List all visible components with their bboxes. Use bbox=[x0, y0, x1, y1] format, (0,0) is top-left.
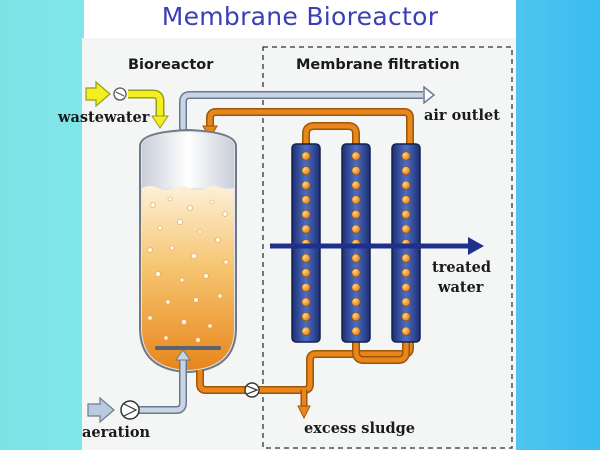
membrane-filtration-heading: Membrane filtration bbox=[296, 57, 460, 73]
fiber-bead bbox=[351, 195, 361, 205]
fiber-bead bbox=[401, 195, 411, 205]
wastewater-inlet-pipe bbox=[128, 89, 169, 129]
treated-water-label-line1: treated bbox=[432, 259, 492, 276]
fiber-bead bbox=[401, 166, 411, 176]
fiber-bead bbox=[301, 268, 311, 278]
aeration-pipe bbox=[136, 349, 191, 414]
fiber-bead bbox=[351, 151, 361, 161]
wastewater-label: wastewater bbox=[58, 109, 150, 126]
fiber-bead bbox=[351, 180, 361, 190]
aeration-label: aeration bbox=[82, 424, 151, 441]
air-outlet-label: air outlet bbox=[424, 107, 500, 124]
fiber-bead bbox=[401, 268, 411, 278]
fiber-bead bbox=[301, 326, 311, 336]
fiber-bead bbox=[401, 326, 411, 336]
fiber-bead bbox=[301, 180, 311, 190]
fiber-bead bbox=[301, 195, 311, 205]
fiber-bead bbox=[351, 253, 361, 263]
fiber-bead bbox=[301, 312, 311, 322]
fiber-bead bbox=[351, 209, 361, 219]
fiber-bead bbox=[401, 224, 411, 234]
bioreactor-heading: Bioreactor bbox=[128, 57, 214, 73]
fiber-bead bbox=[351, 282, 361, 292]
aeration-diffuser bbox=[155, 346, 221, 350]
fiber-bead bbox=[351, 297, 361, 307]
fiber-bead bbox=[401, 151, 411, 161]
aeration-arrow-icon bbox=[87, 396, 115, 424]
bioreactor-tank bbox=[139, 128, 237, 374]
fiber-bead bbox=[301, 166, 311, 176]
fiber-bead bbox=[401, 253, 411, 263]
fiber-bead bbox=[401, 209, 411, 219]
fiber-bead bbox=[301, 209, 311, 219]
air-outlet-pipe bbox=[179, 91, 423, 140]
diagram-title: Membrane Bioreactor bbox=[161, 2, 439, 31]
membrane-fiber-beads bbox=[301, 151, 411, 336]
fiber-bead bbox=[301, 224, 311, 234]
fiber-bead bbox=[351, 166, 361, 176]
aeration-bubbles bbox=[147, 196, 229, 343]
treated-water-outlet bbox=[270, 237, 484, 255]
fiber-bead bbox=[351, 326, 361, 336]
fiber-bead bbox=[401, 312, 411, 322]
fiber-bead bbox=[351, 268, 361, 278]
wastewater-arrow-icon bbox=[85, 80, 111, 108]
module-connector-pipes bbox=[302, 122, 410, 364]
membrane-filtration-boundary bbox=[262, 46, 513, 449]
fiber-bead bbox=[301, 297, 311, 307]
recirculation-pump-icon bbox=[244, 382, 260, 398]
excess-sludge-label: excess sludge bbox=[304, 420, 416, 437]
aeration-blower-icon bbox=[120, 400, 140, 420]
air-outlet-valve-icon bbox=[423, 85, 436, 105]
fiber-bead bbox=[301, 151, 311, 161]
fiber-bead bbox=[401, 297, 411, 307]
fiber-bead bbox=[351, 312, 361, 322]
fiber-bead bbox=[401, 282, 411, 292]
treated-water-label-line2: water bbox=[438, 279, 484, 296]
fiber-bead bbox=[351, 224, 361, 234]
fiber-bead bbox=[301, 282, 311, 292]
fiber-bead bbox=[301, 253, 311, 263]
fiber-bead bbox=[401, 180, 411, 190]
